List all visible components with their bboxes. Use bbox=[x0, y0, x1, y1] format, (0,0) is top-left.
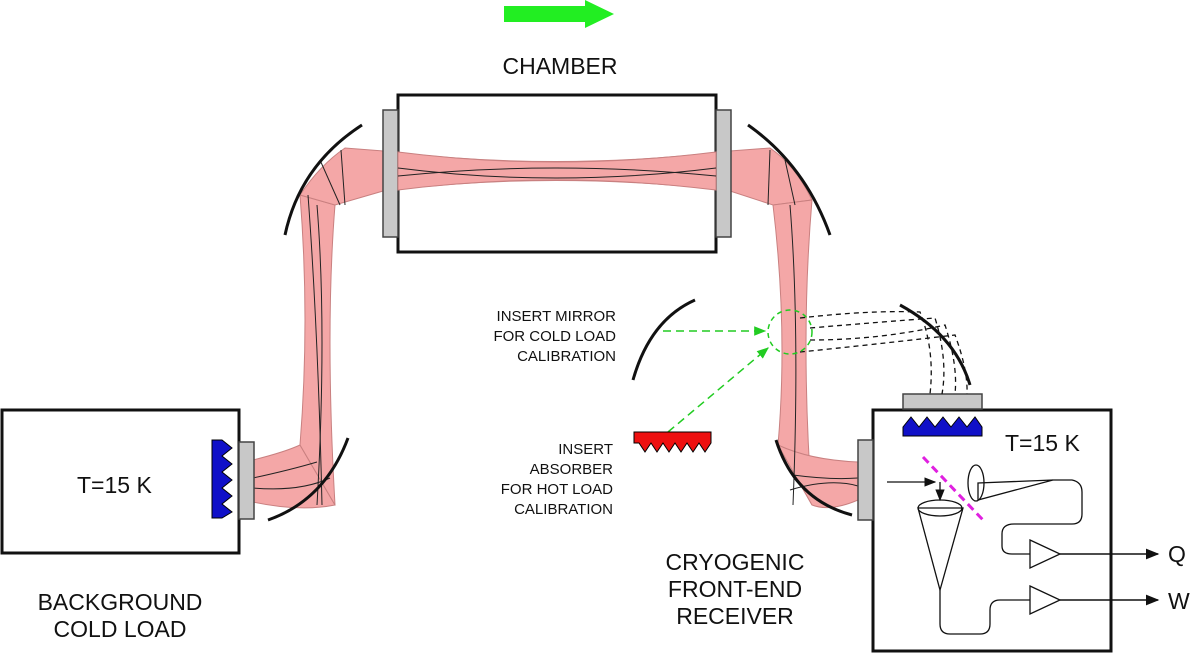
insert-absorber-line-2: ABSORBER bbox=[529, 461, 613, 478]
mirror-bottom-right bbox=[774, 439, 853, 517]
background-cold-load-label: BACKGROUND COLD LOAD bbox=[0, 589, 240, 643]
waveguide-lower bbox=[939, 590, 1030, 635]
mirrors bbox=[267, 123, 972, 522]
insert-mirror-line-2: FOR COLD LOAD bbox=[493, 328, 616, 345]
output-q-label: Q bbox=[1168, 541, 1186, 567]
insert-mirror-line-3: CALIBRATION bbox=[517, 348, 616, 365]
receiver-label-line-1: CRYOGENIC bbox=[665, 549, 805, 575]
receiver-dashed-beam bbox=[799, 310, 968, 395]
receiver-box bbox=[871, 408, 1113, 653]
waveguide-upper bbox=[1001, 479, 1083, 555]
mirror-insert bbox=[631, 298, 696, 381]
feedhorn-upper-aperture bbox=[967, 464, 985, 502]
mirror-top-left bbox=[283, 123, 363, 236]
amplifier-q bbox=[1029, 538, 1062, 570]
feedhorn-upper bbox=[977, 479, 1054, 501]
chamber-beam-overlay bbox=[397, 151, 717, 191]
chamber-window-right bbox=[715, 109, 732, 238]
chamber-window-left bbox=[382, 109, 399, 238]
mirror-receiver-top bbox=[899, 303, 972, 386]
insert-absorber-line-1: INSERT bbox=[558, 441, 613, 458]
receiver-window-top bbox=[902, 393, 983, 410]
receiver-temperature: T=15 K bbox=[1005, 430, 1080, 456]
background-cold-load-line-2: COLD LOAD bbox=[53, 616, 187, 642]
cold-load-box bbox=[0, 408, 241, 555]
insert-absorber-label: INSERT ABSORBER FOR HOT LOAD CALIBRATION bbox=[455, 440, 613, 520]
background-cold-load-line-1: BACKGROUND bbox=[37, 589, 203, 615]
calibration-spot bbox=[767, 309, 813, 355]
insert-absorber-line-4: CALIBRATION bbox=[514, 501, 613, 518]
cold-load-window bbox=[238, 441, 255, 520]
cold-load-absorber bbox=[211, 439, 233, 519]
cold-load-temperature: T=15 K bbox=[77, 472, 152, 498]
chamber-beam-lines bbox=[397, 167, 717, 179]
calibration-path-absorber bbox=[667, 347, 769, 433]
chamber-label: CHAMBER bbox=[502, 53, 618, 79]
receiver-window-left bbox=[857, 439, 874, 521]
amplifier-w bbox=[1029, 584, 1062, 616]
receiver-absorber bbox=[902, 416, 983, 437]
receiver-label-line-2: FRONT-END bbox=[667, 576, 803, 602]
mirror-top-right bbox=[747, 123, 832, 236]
insert-mirror-label: INSERT MIRROR FOR COLD LOAD CALIBRATION bbox=[455, 307, 616, 367]
receiver-label-line-3: RECEIVER bbox=[676, 603, 794, 629]
insert-mirror-line-1: INSERT MIRROR bbox=[496, 308, 616, 325]
beam-splitter bbox=[921, 455, 985, 522]
receiver-internals bbox=[917, 464, 1083, 635]
flow-arrow bbox=[504, 0, 614, 28]
insert-absorber-line-3: FOR HOT LOAD bbox=[500, 481, 613, 498]
hot-load-absorber bbox=[633, 431, 712, 453]
mirror-bottom-left bbox=[267, 437, 350, 522]
receiver-label: CRYOGENIC FRONT-END RECEIVER bbox=[640, 549, 830, 630]
output-w-label: W bbox=[1168, 588, 1190, 614]
feedhorn-lower bbox=[917, 507, 964, 593]
